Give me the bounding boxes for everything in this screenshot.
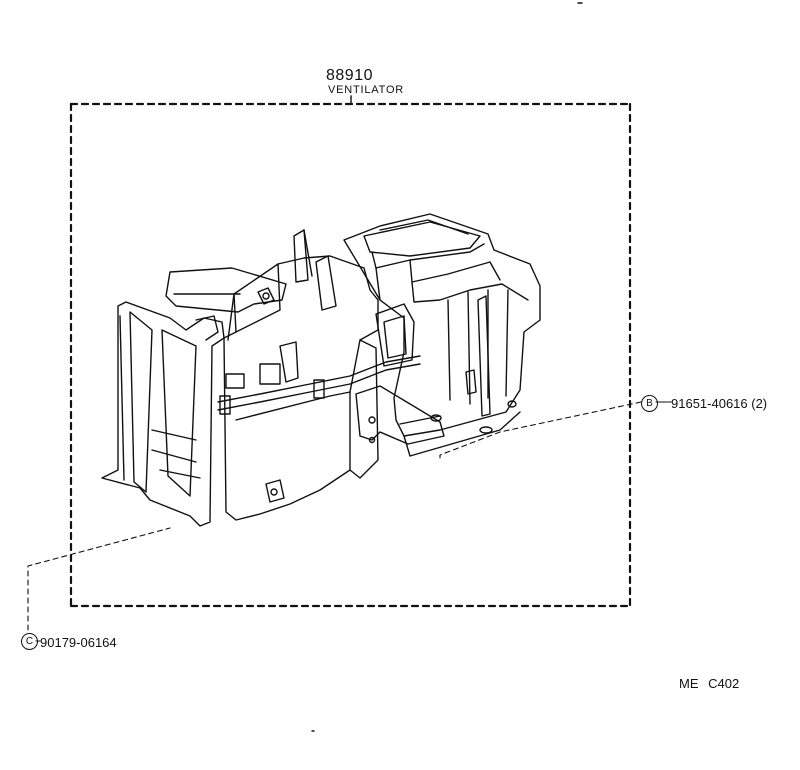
top-bracket — [293, 229, 309, 283]
connector-2 — [259, 363, 281, 385]
bottom-fitting — [265, 479, 285, 503]
leader-b-dashed — [439, 401, 642, 459]
callout-part-number-c: 90179-06164 — [40, 635, 117, 650]
main-housing — [223, 255, 379, 521]
ventilator-unit — [101, 213, 541, 527]
leader-c-dashed — [27, 527, 171, 631]
assembly-name: VENTILATOR — [328, 84, 405, 96]
left-end-frame — [101, 301, 225, 527]
callout-symbol-c: C — [21, 633, 38, 650]
actuator — [257, 287, 275, 305]
callout-symbol-b: B — [641, 395, 658, 412]
top-plate — [165, 267, 287, 313]
connector-1 — [225, 373, 245, 389]
callout-leaders — [27, 401, 672, 642]
duct-outlet — [375, 303, 415, 367]
blower-housing — [343, 213, 541, 437]
wire-harness — [217, 355, 421, 403]
callout-part-number-b: 91651-40616 (2) — [671, 396, 768, 411]
figure-code: ME C402 — [679, 676, 740, 691]
mounting-bracket — [355, 385, 445, 445]
assembly-boundary-frame — [69, 102, 632, 608]
assembly-part-number: 88910 — [326, 67, 373, 84]
